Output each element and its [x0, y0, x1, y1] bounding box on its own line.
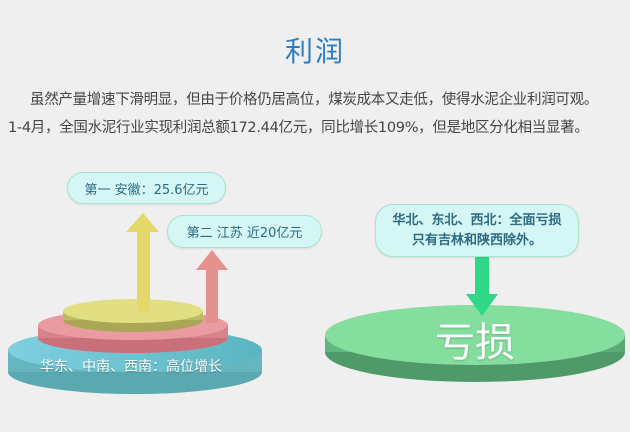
- paragraph-line-2: 1-4月，全国水泥行业实现利润总额172.44亿元，同比增长109%，但是地区分…: [8, 120, 589, 136]
- arrow-up-pink-icon: [196, 250, 228, 323]
- arrow-down-green-icon: [466, 257, 498, 316]
- loss-bubble-line-2: 只有吉林和陕西除外。: [411, 232, 542, 248]
- page-title: 利润: [284, 35, 345, 68]
- loss-bubble-line-1: 华北、东北、西北：全面亏损: [392, 212, 562, 228]
- loss-bubble: 华北、东北、西北：全面亏损 只有吉林和陕西除外。: [375, 204, 579, 257]
- arrow-up-yellow-icon: [126, 213, 159, 312]
- loss-label: 亏损: [435, 320, 515, 366]
- paragraph-line-1: 虽然产量增速下滑明显，但由于价格仍居高位，煤炭成本又走低，使得水泥企业利润可观。: [30, 92, 598, 108]
- first-place-bubble: 第一 安徽：25.6亿元: [67, 172, 226, 204]
- top-disk-yellow: [63, 299, 203, 332]
- second-place-bubble: 第二 江苏 近20亿元: [167, 215, 322, 248]
- loss-disk-green: [325, 305, 625, 382]
- growth-base-label: 华东、中南、西南：高位增长: [40, 359, 222, 375]
